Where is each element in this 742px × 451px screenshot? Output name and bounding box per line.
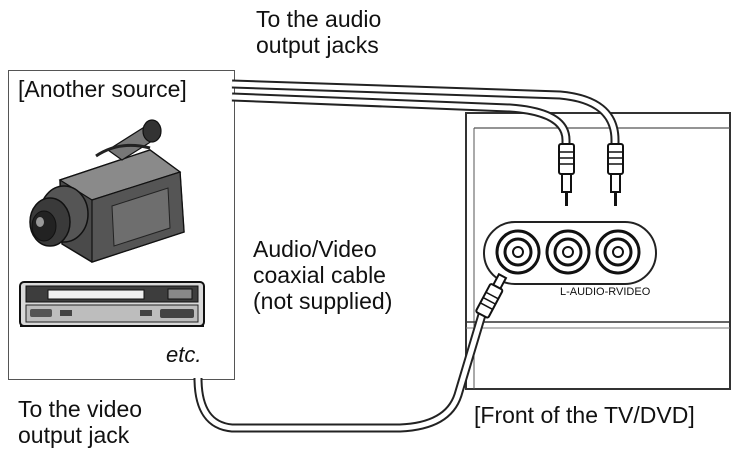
video-jack [595,229,641,275]
audio-cable-upper [231,79,620,150]
source-title: [Another source] [18,76,187,102]
video-output-line-1: To the video [18,396,143,422]
video-output-line-2: output jack [18,422,130,448]
video-plug [475,272,508,319]
camcorder-icon [29,119,185,263]
audio-cable-lower [231,92,571,150]
audio-plug-right [607,143,624,206]
coax-line-2: coaxial cable [253,262,386,288]
front-tv-dvd-label: [Front of the TV/DVD] [474,402,695,428]
video-cable [193,306,489,433]
coax-line-1: Audio/Video [253,236,377,262]
video-output-label: To the video output jack [18,396,142,448]
audio-left-jack [495,229,541,275]
coax-cable-label: Audio/Video coaxial cable (not supplied) [253,236,392,314]
etc-label: etc. [166,342,202,367]
audio-output-line-2: output jacks [256,32,379,58]
audio-output-label: To the audio output jacks [256,6,381,58]
audio-plug-left [558,143,575,206]
audio-output-line-1: To the audio [256,6,382,32]
vcr-icon [19,281,205,327]
coax-line-3: (not supplied) [253,288,393,314]
jack-labels: L-AUDIO-RVIDEO [560,286,651,298]
audio-right-jack [545,229,591,275]
